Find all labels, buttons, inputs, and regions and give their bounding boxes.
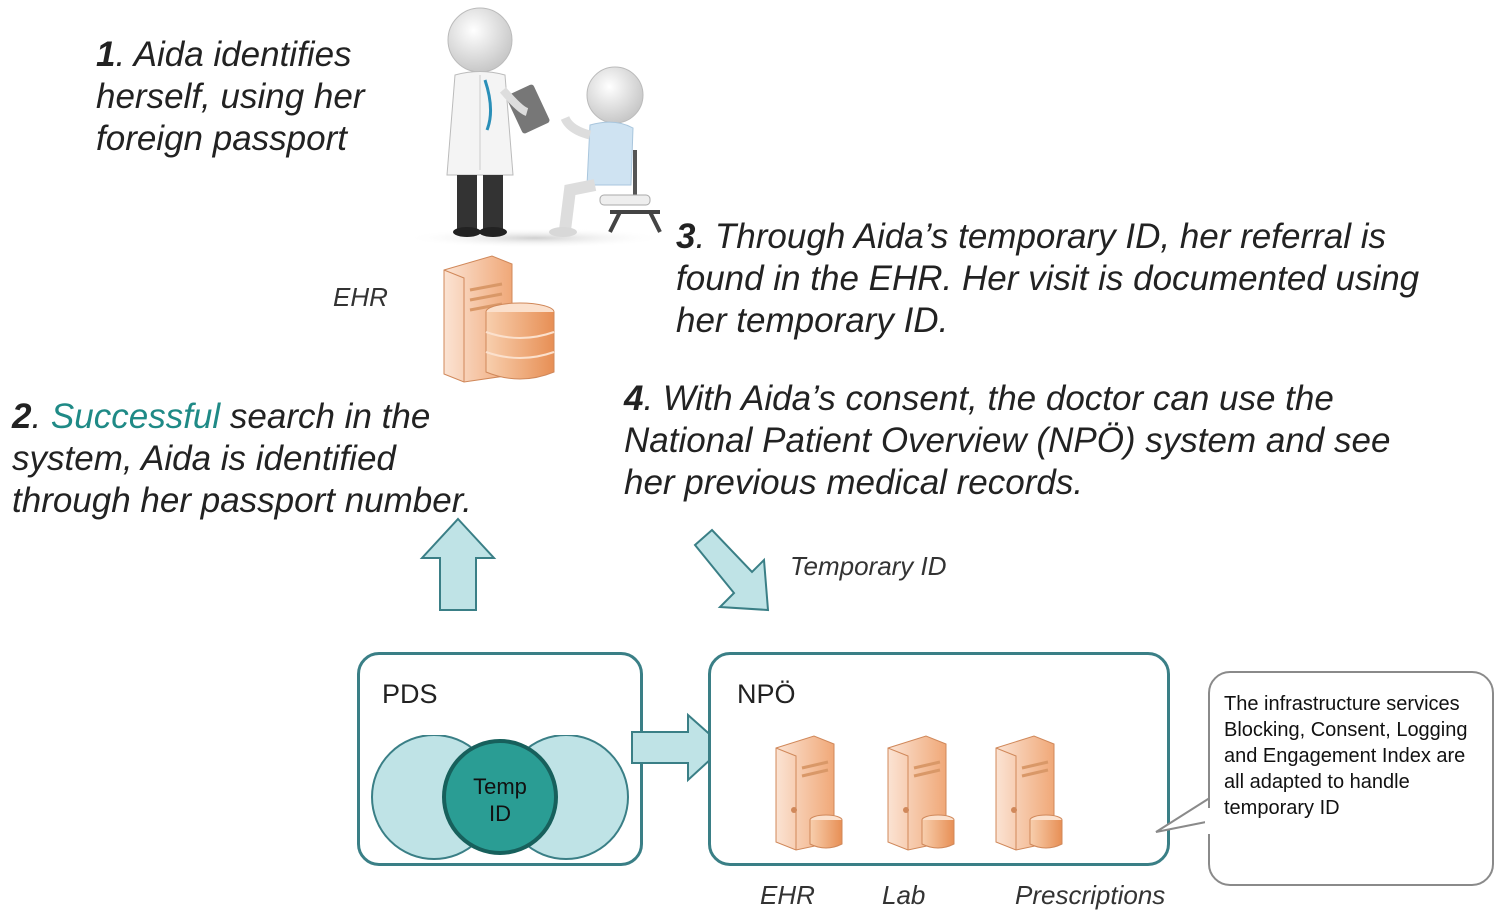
- step-4-text: 4. With Aida’s consent, the doctor can u…: [624, 379, 1391, 502]
- up-arrow: [419, 517, 497, 611]
- step-2-number: 2: [12, 397, 32, 436]
- ehr-bottom-label: EHR: [760, 880, 815, 910]
- callout-text: The infrastructure services Blocking, Co…: [1224, 693, 1468, 819]
- right-arrow: [631, 712, 726, 783]
- step-1-text: 1. Aida identifies herself, using her fo…: [96, 35, 365, 158]
- prescriptions-label: Prescriptions: [1015, 880, 1166, 910]
- callout-pointer-cover: [1205, 808, 1213, 834]
- step-2-text: 2. Successful search in the system, Aida…: [12, 397, 472, 520]
- npo-ehr-server-icon: [775, 735, 843, 851]
- doctor-patient-illustration: [405, 7, 665, 248]
- temporary-id-label: Temporary ID: [790, 551, 947, 581]
- diagonal-down-arrow: [693, 528, 770, 612]
- pds-title: PDS: [382, 679, 438, 709]
- temp-id-label: Temp ID: [473, 774, 527, 826]
- npo-prescriptions-server-icon: [995, 735, 1063, 851]
- ehr-top-label: EHR: [333, 282, 388, 312]
- infrastructure-callout: The infrastructure services Blocking, Co…: [1208, 671, 1494, 886]
- step-4-number: 4: [624, 379, 644, 418]
- step-1-number: 1: [96, 35, 116, 74]
- pds-box: PDS Temp ID: [357, 652, 643, 866]
- lab-label: Lab: [882, 880, 926, 910]
- successful-highlight: Successful: [50, 397, 221, 436]
- step-3-text: 3. Through Aida’s temporary ID, her refe…: [676, 217, 1420, 340]
- npo-title: NPÖ: [737, 679, 796, 709]
- npo-lab-server-icon: [887, 735, 955, 851]
- ehr-server-icon: [443, 255, 555, 383]
- pds-circles: [371, 735, 629, 860]
- callout-pointer: [1155, 793, 1217, 833]
- step-3-number: 3: [676, 217, 696, 256]
